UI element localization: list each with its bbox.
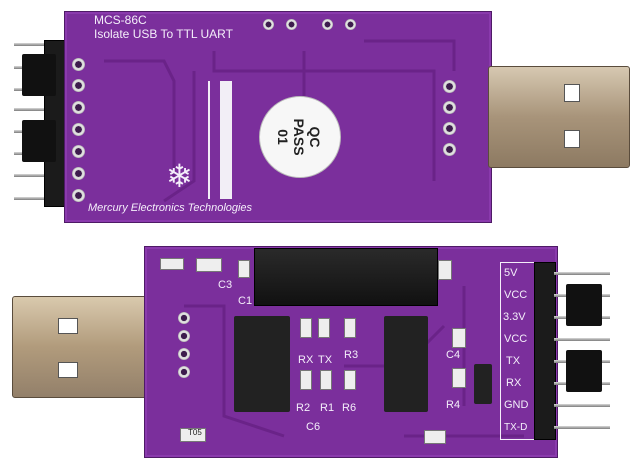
ref-c4: C4 — [446, 349, 461, 361]
bottom-board-photo: C3 C1 RX TX R3 R2 R1 R6 C6 C4 R4 T05 5V … — [0, 240, 640, 466]
smd-part — [300, 370, 312, 390]
bottom-usb-window-2 — [58, 362, 78, 378]
top-model-label: MCS-86C — [94, 13, 147, 27]
ref-c3: C3 — [218, 279, 233, 291]
smd-part — [318, 318, 330, 338]
pin-label-vcc-2: VCC — [504, 333, 528, 345]
smd-part — [320, 370, 332, 390]
top-board-photo: MCS-86C Isolate USB To TTL UART QC PASS … — [0, 0, 640, 225]
top-usb-window-2 — [564, 130, 580, 148]
smd-part — [452, 368, 466, 388]
bottom-jumper-2 — [566, 350, 602, 392]
smd-part — [438, 260, 452, 280]
top-jumper-1 — [22, 54, 56, 96]
smd-part — [160, 258, 184, 270]
bottom-jumper-1 — [566, 284, 602, 326]
top-subtitle-label: Isolate USB To TTL UART — [94, 27, 233, 41]
pin-label-rx: RX — [506, 377, 522, 389]
smd-part — [238, 260, 250, 278]
ic-left — [234, 316, 290, 412]
pin-label-gnd: GND — [504, 399, 529, 411]
qc-line-3: 01 — [275, 129, 291, 145]
qc-sticker-text: QC PASS 01 — [275, 118, 323, 155]
ref-t05: T05 — [188, 428, 202, 437]
pin-label-5v: 5V — [504, 267, 518, 279]
ref-rx: RX — [298, 354, 314, 366]
smd-part — [196, 258, 222, 272]
bottom-header-housing — [534, 262, 556, 440]
qc-pass-sticker: QC PASS 01 — [259, 96, 341, 178]
ref-r1: R1 — [320, 402, 335, 414]
ref-c6: C6 — [306, 421, 321, 433]
smd-part — [300, 318, 312, 338]
qc-line-2: PASS — [291, 118, 307, 155]
ic-small — [474, 364, 492, 404]
smd-part — [424, 430, 446, 444]
ic-right — [384, 316, 428, 412]
ref-c1: C1 — [238, 295, 253, 307]
smd-part — [344, 318, 356, 338]
ref-r3: R3 — [344, 349, 359, 361]
top-jumper-2 — [22, 120, 56, 162]
top-footer-label: Mercury Electronics Technologies — [88, 202, 253, 214]
pin-label-tx: TX — [506, 355, 521, 367]
snowflake-logo-icon: ❄ — [166, 158, 193, 194]
smd-part — [180, 428, 206, 442]
top-usb-plug — [488, 66, 630, 168]
pin-label-vcc-1: VCC — [504, 289, 528, 301]
pin-label-txd: TX-D — [504, 422, 528, 433]
ref-r2: R2 — [296, 402, 311, 414]
top-usb-window-1 — [564, 84, 580, 102]
bottom-usb-window-1 — [58, 318, 78, 334]
ref-r4: R4 — [446, 399, 461, 411]
qc-line-1: QC — [307, 127, 323, 148]
ref-r6: R6 — [342, 402, 357, 414]
smd-part — [452, 328, 466, 348]
ref-tx: TX — [318, 354, 333, 366]
smd-part — [344, 370, 356, 390]
isolator-module — [254, 248, 438, 306]
pin-label-3v3: 3.3V — [503, 311, 526, 323]
